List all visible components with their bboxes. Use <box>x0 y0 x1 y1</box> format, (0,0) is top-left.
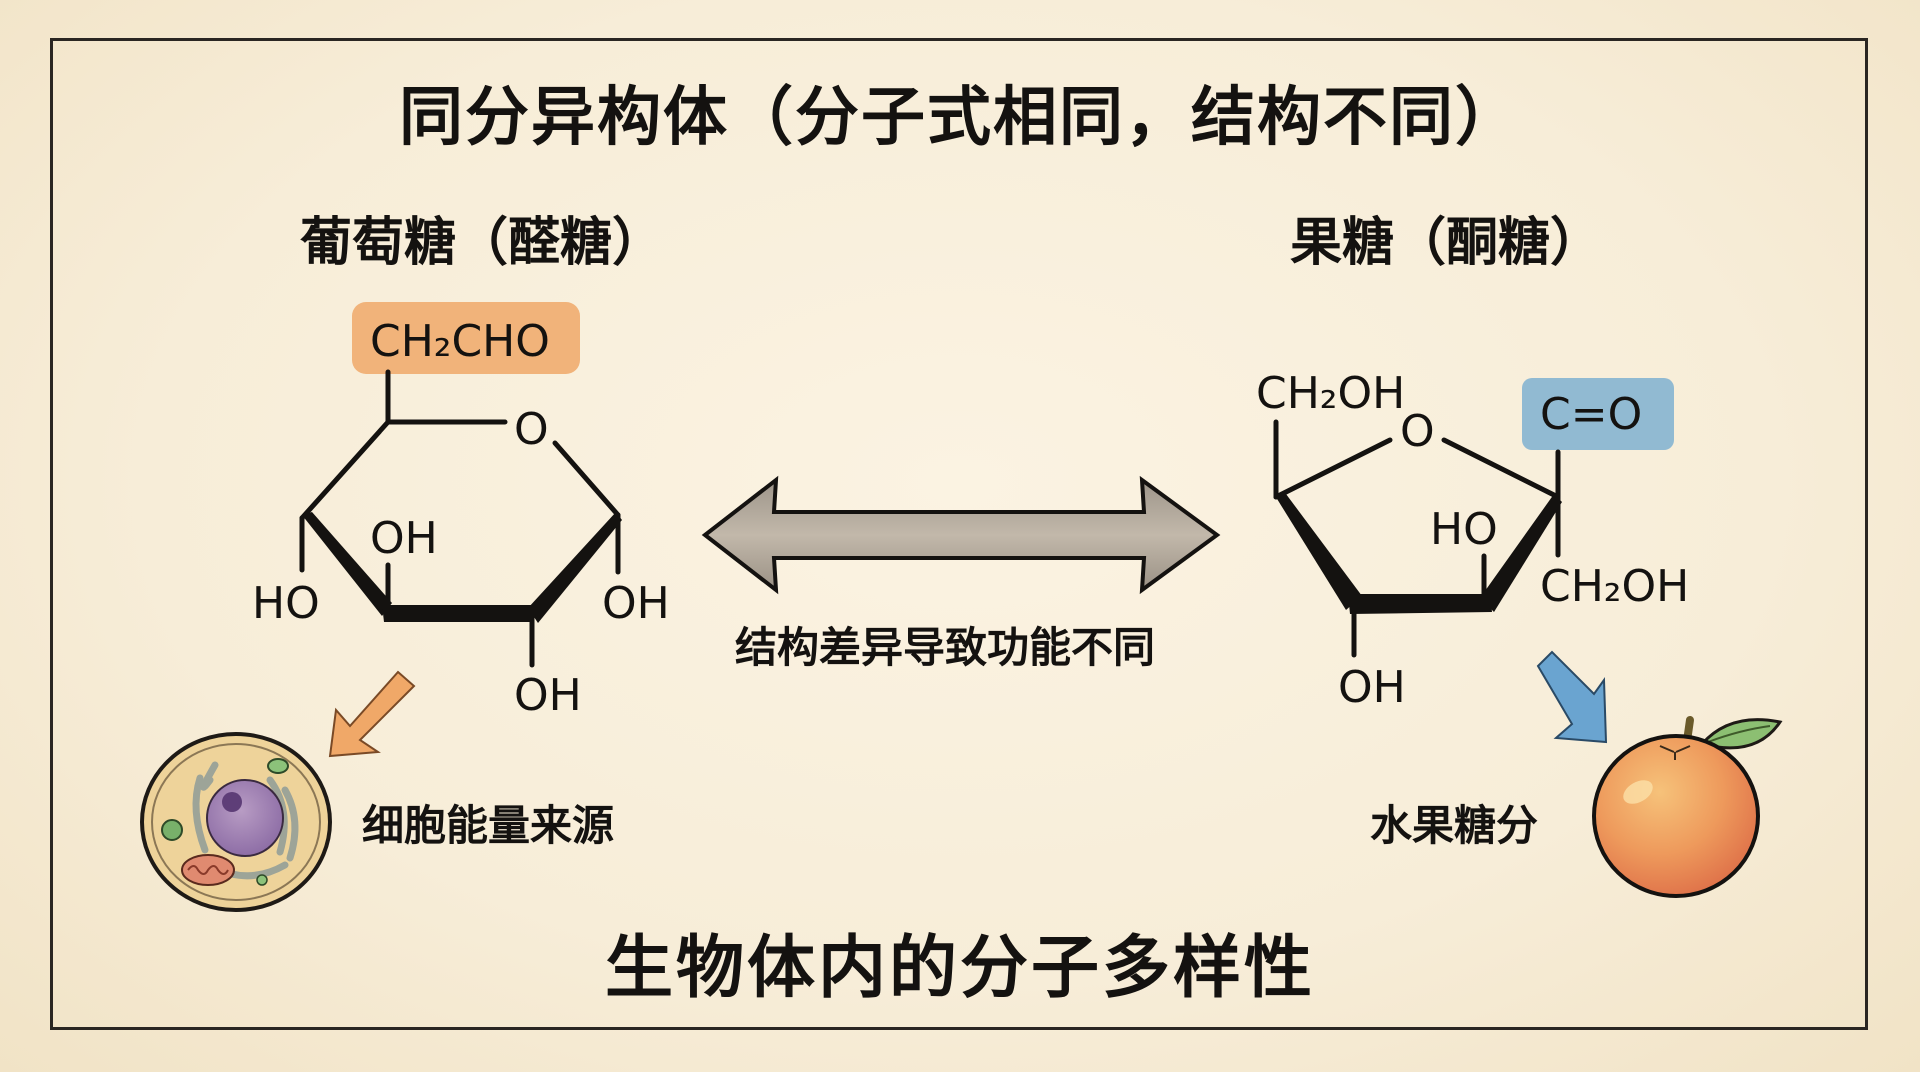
fructose-label: 果糖（酮糖） <box>1290 213 1603 273</box>
fructose-ring-oxygen: O <box>1400 406 1435 457</box>
fructose-ho: HO <box>1430 504 1498 555</box>
glucose-structure: CH₂CHO O OH HO OH OH <box>252 302 670 721</box>
glucose-oh-right: OH <box>602 578 670 629</box>
cell-caption: 细胞能量来源 <box>362 801 615 850</box>
cell-icon <box>140 732 332 912</box>
glucose-oh-top: OH <box>370 513 438 564</box>
center-caption: 结构差异导致功能不同 <box>735 623 1156 672</box>
double-arrow-icon <box>701 475 1221 595</box>
diagram-title: 同分异构体（分子式相同，结构不同） <box>399 81 1521 155</box>
glucose-label: 葡萄糖（醛糖） <box>300 213 665 273</box>
fruit-icon <box>1592 716 1783 898</box>
diagram-frame <box>50 38 1868 1030</box>
glucose-highlight-group: CH₂CHO <box>370 316 550 367</box>
fructose-structure: CH₂OH C=O O HO CH₂OH OH <box>1256 368 1689 713</box>
fructose-highlight-group: C=O <box>1540 389 1642 440</box>
glucose-ho-left: HO <box>252 578 320 629</box>
glucose-oh-bottom: OH <box>514 670 582 721</box>
fruit-caption: 水果糖分 <box>1370 801 1539 850</box>
fructose-ch2oh-right: CH₂OH <box>1540 561 1689 612</box>
fructose-oh-bottom: OH <box>1338 662 1406 713</box>
fructose-highlight-patch <box>1522 378 1674 450</box>
fructose-top-group: CH₂OH <box>1256 368 1405 419</box>
nucleus <box>206 779 284 857</box>
glucose-highlight-patch <box>352 302 580 374</box>
glucose-arrow-icon <box>328 670 416 758</box>
fructose-arrow-icon <box>1536 650 1608 744</box>
bottom-title: 生物体内的分子多样性 <box>604 929 1315 1008</box>
glucose-ring-oxygen: O <box>514 404 549 455</box>
